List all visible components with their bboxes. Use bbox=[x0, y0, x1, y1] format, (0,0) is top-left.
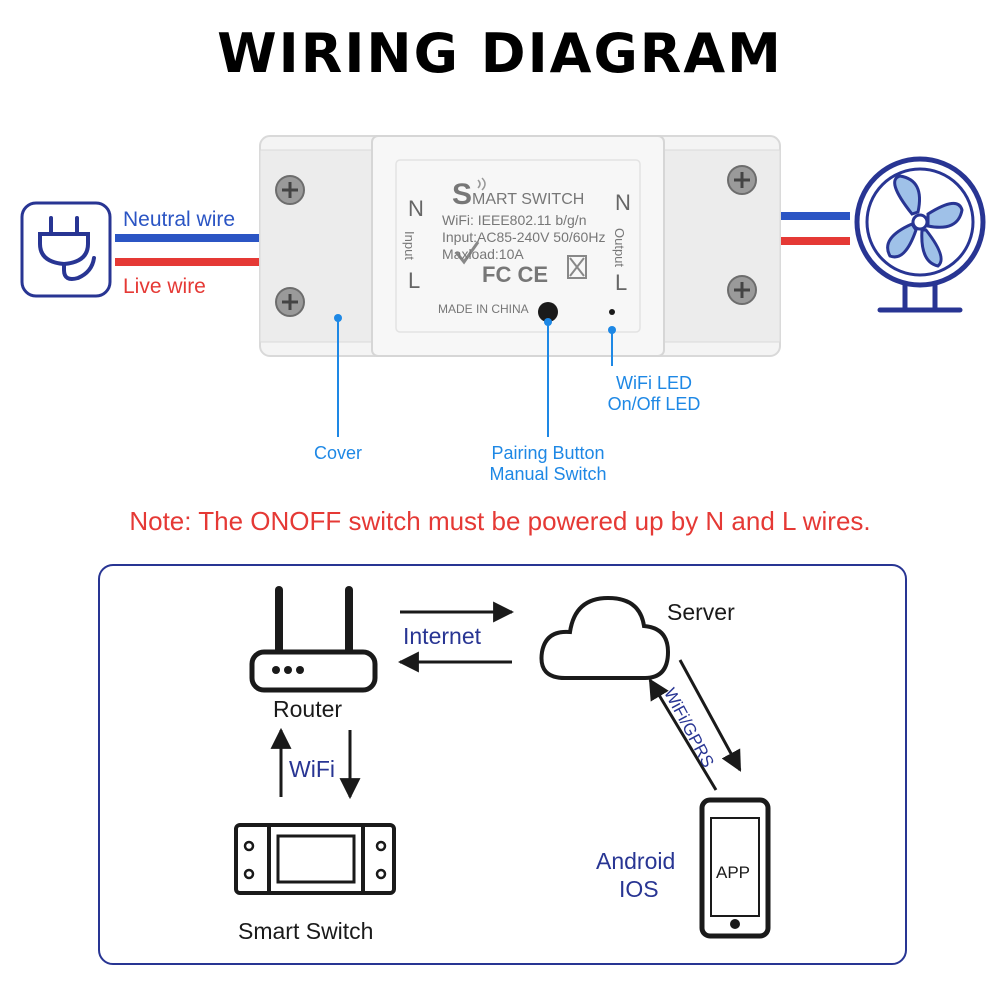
internet-label: Internet bbox=[403, 623, 481, 649]
callout-lines bbox=[334, 314, 616, 437]
smart-switch-label: Smart Switch bbox=[238, 918, 374, 944]
gprs-arrow-down bbox=[678, 659, 742, 772]
network-frame bbox=[98, 564, 907, 965]
device-l-right: L bbox=[615, 270, 628, 295]
device-made-in: MADE IN CHINA bbox=[438, 302, 529, 316]
wifi-led-label: WiFi LED bbox=[616, 373, 692, 393]
fan-icon bbox=[854, 156, 986, 313]
device-brand-initial: S bbox=[452, 178, 473, 211]
bin-icon bbox=[567, 255, 587, 279]
router-icon bbox=[249, 586, 378, 693]
smart-switch-device bbox=[259, 135, 781, 357]
smart-switch-icon bbox=[234, 823, 396, 895]
wireless-icon bbox=[477, 177, 486, 191]
plug-icon bbox=[20, 201, 112, 298]
neutral-wire-in bbox=[115, 234, 350, 242]
device-n-left: N bbox=[408, 196, 424, 221]
device-output-side: Output bbox=[612, 227, 628, 268]
fc-ce-mark: FC CE bbox=[482, 262, 548, 287]
device-maxload: Maxload:10A bbox=[442, 246, 524, 262]
server-label: Server bbox=[667, 599, 735, 625]
page-title: WIRING DIAGRAM bbox=[217, 22, 783, 85]
pairing-button bbox=[538, 302, 558, 322]
cloud-icon bbox=[539, 595, 671, 680]
pairing-button-label: Pairing Button bbox=[491, 443, 605, 463]
live-wire-in bbox=[115, 258, 350, 266]
device-n-right: N bbox=[615, 190, 631, 215]
gprs-arrow-up bbox=[648, 678, 718, 791]
device-input-spec: Input:AC85-240V 50/60Hz bbox=[442, 229, 606, 245]
onoff-led-label: On/Off LED bbox=[607, 394, 701, 414]
wifi-label: WiFi bbox=[289, 756, 335, 782]
check-icon bbox=[454, 241, 480, 265]
device-brand: MART SWITCH bbox=[472, 191, 585, 208]
device-wifi-spec: WiFi: IEEE802.11 b/g/n bbox=[442, 212, 587, 228]
phone-icon bbox=[699, 797, 771, 939]
neutral-wire-label: Neutral wire bbox=[123, 208, 236, 231]
led-indicator bbox=[609, 309, 615, 315]
screw-icon bbox=[275, 165, 757, 317]
device-input-side: Input bbox=[401, 231, 417, 260]
device-l-left: L bbox=[408, 268, 421, 293]
live-wire-label: Live wire bbox=[123, 275, 206, 298]
manual-switch-label: Manual Switch bbox=[489, 464, 607, 484]
android-label: Android bbox=[596, 848, 676, 874]
app-label: APP bbox=[716, 863, 751, 882]
ios-label: IOS bbox=[619, 876, 659, 902]
cover-label: Cover bbox=[313, 443, 362, 463]
power-note: Note: The ONOFF switch must be powered u… bbox=[129, 506, 871, 536]
router-label: Router bbox=[273, 696, 343, 722]
